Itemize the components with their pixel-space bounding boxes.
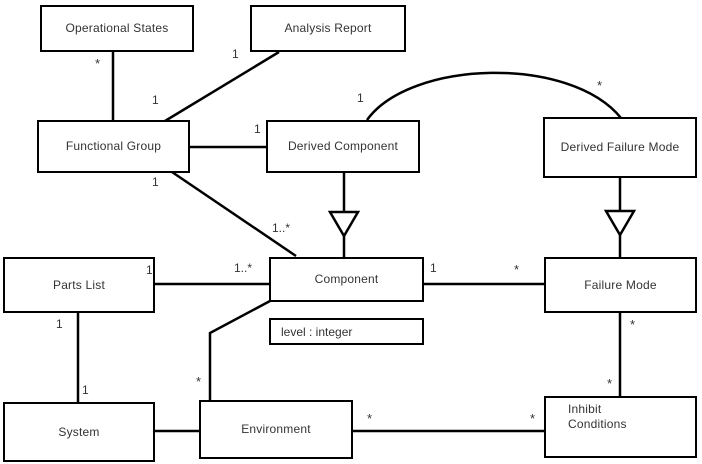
class-box-analysis-report[interactable]: Analysis Report xyxy=(250,5,406,52)
connector-analysis-report-functional-group xyxy=(164,50,280,123)
class-box-failure-mode[interactable]: Failure Mode xyxy=(544,257,697,313)
class-box-derived-failure-mode[interactable]: Derived Failure Mode xyxy=(543,117,697,178)
multiplicity-functional-group-bottom: 1 xyxy=(152,175,159,189)
class-box-operational-states[interactable]: Operational States xyxy=(40,5,194,52)
multiplicity-functional-group-top: 1 xyxy=(152,93,159,107)
multiplicity-environment-component: * xyxy=(196,374,202,389)
class-name-inhibit-conditions-line2: Conditions xyxy=(568,417,627,431)
multiplicity-environment-inhibit-conditions: * xyxy=(367,411,373,426)
class-name-failure-mode: Failure Mode xyxy=(584,277,657,292)
class-box-system[interactable]: System xyxy=(3,402,155,462)
multiplicity-parts-list-component: 1 xyxy=(146,263,153,277)
multiplicity-functional-group-derived-component: 1 xyxy=(254,122,261,136)
multiplicity-component-functional-group: 1..* xyxy=(272,221,291,235)
class-name-operational-states: Operational States xyxy=(65,21,169,35)
attribute-component-level: level : integer xyxy=(281,324,353,339)
connector-functional-group-component xyxy=(171,170,297,258)
connector-environment-component xyxy=(208,299,271,400)
class-name-derived-component: Derived Component xyxy=(287,139,399,153)
class-box-derived-component[interactable]: Derived Component xyxy=(266,120,420,173)
class-name-system: System xyxy=(58,424,100,439)
multiplicity-analysis-report-functional-group: 1 xyxy=(232,47,239,61)
generalization-triangle-derived-failure-mode xyxy=(603,209,637,238)
class-box-environment[interactable]: Environment xyxy=(199,400,353,459)
class-box-parts-list[interactable]: Parts List xyxy=(3,257,155,313)
class-attributes-component[interactable]: level : integer xyxy=(269,318,424,345)
class-box-functional-group[interactable]: Functional Group xyxy=(37,120,190,173)
multiplicity-derived-component-arc: 1 xyxy=(357,91,364,105)
class-name-parts-list: Parts List xyxy=(52,277,105,292)
multiplicity-inhibit-conditions-environment: * xyxy=(530,411,536,426)
multiplicity-operational-states-functional-group: * xyxy=(95,56,101,71)
class-name-environment: Environment xyxy=(241,422,311,436)
class-name-analysis-report: Analysis Report xyxy=(284,21,372,35)
multiplicity-failure-mode-inhibit-conditions: * xyxy=(630,317,636,332)
multiplicity-parts-list-system: 1 xyxy=(56,317,63,331)
class-box-component[interactable]: Component xyxy=(269,257,424,302)
multiplicity-derived-failure-mode-arc: * xyxy=(597,78,603,93)
class-name-inhibit-conditions-line1: Inhibit xyxy=(568,402,602,416)
multiplicity-inhibit-conditions-failure-mode: * xyxy=(607,376,613,391)
class-box-inhibit-conditions[interactable]: Inhibit Conditions xyxy=(544,396,697,458)
multiplicity-component-failure-mode: 1 xyxy=(430,261,437,275)
multiplicity-failure-mode-component: * xyxy=(514,262,520,277)
class-name-inhibit-conditions: Inhibit Conditions xyxy=(546,398,695,456)
generalization-triangle-derived-component xyxy=(327,210,361,239)
connector-derived-component-derived-failure-mode xyxy=(365,71,622,121)
class-name-derived-failure-mode: Derived Failure Mode xyxy=(560,140,680,154)
multiplicity-component-parts-list: 1..* xyxy=(234,261,253,275)
class-name-component: Component xyxy=(314,272,379,286)
multiplicity-system-parts-list: 1 xyxy=(82,383,89,397)
class-name-functional-group: Functional Group xyxy=(65,139,162,153)
